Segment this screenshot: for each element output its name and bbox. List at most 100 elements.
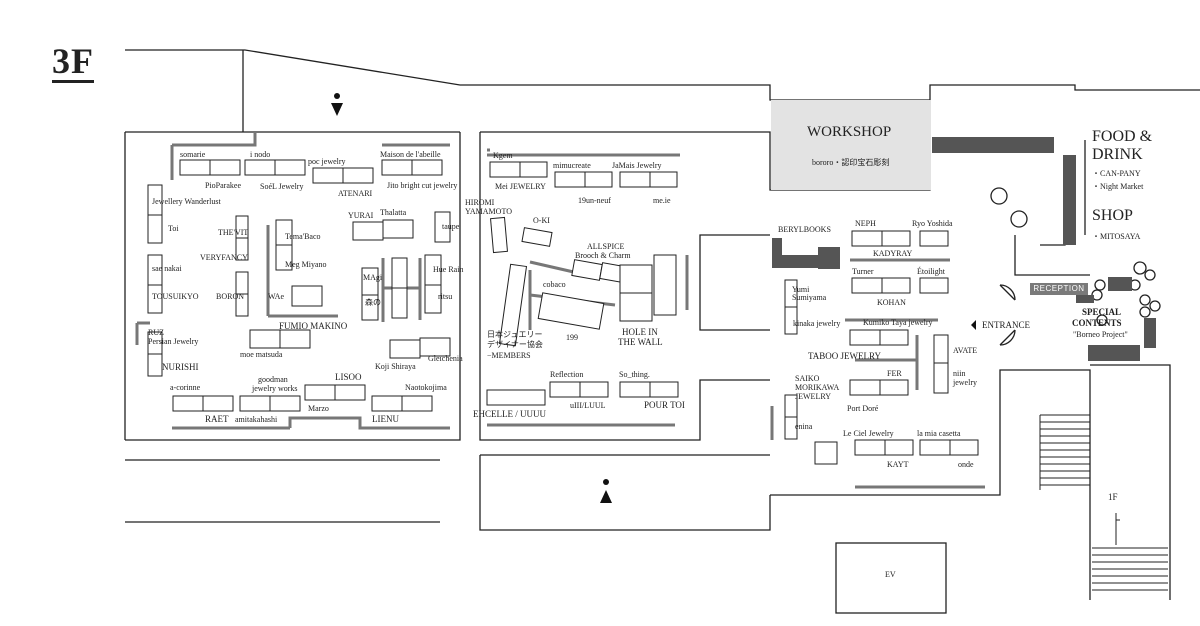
shop-brooch-charm: Brooch & Charm: [575, 251, 631, 260]
shop-enina: enina: [795, 422, 813, 431]
workshop-label: WORKSHOP: [807, 124, 892, 140]
shop-etoilight: Étoilight: [917, 267, 945, 276]
shop-yumi: Yumi: [792, 285, 810, 294]
shop-le-ciel-jewelry: Le Ciel Jewelry: [843, 429, 894, 438]
shop-allspice: ALLSPICE: [587, 242, 625, 251]
shop-yamamoto: YAMAMOTO: [465, 207, 512, 216]
shop-jja-2: デザイナー協会: [487, 340, 543, 349]
shop-magi: MAgi: [363, 273, 383, 282]
shop-tousuikyo: TOUSUIKYO: [152, 292, 199, 301]
shop-veryfancy: VERYFANCY: [200, 253, 248, 262]
shop-cobaco: cobaco: [543, 280, 566, 289]
shop-sumiyama: Sumiyama: [792, 293, 827, 302]
shop-boron: BORON: [216, 292, 245, 301]
shop-the-wall: THE WALL: [618, 337, 663, 347]
shop-poc-jewelry: poc jewelry: [308, 157, 346, 166]
shop-raet: RAET: [205, 414, 229, 424]
shop-jja-3: −MEMBERS: [487, 351, 531, 360]
special-contents-label-1: SPECIAL: [1082, 307, 1122, 317]
elevator-label: EV: [885, 570, 896, 579]
reception-label: RECEPTION: [1030, 283, 1088, 295]
shop-maison-de-labeille: Maison de l'abeille: [380, 150, 441, 159]
food-drink-label-1: FOOD &: [1092, 128, 1153, 145]
shop-inodo: i nodo: [250, 150, 271, 159]
food-drink-label-2: DRINK: [1092, 146, 1143, 163]
shop-me-ie: me.ie: [653, 196, 671, 205]
shop-avate: AVATE: [953, 346, 978, 355]
shop-so-thing: So_thing.: [619, 370, 650, 379]
shop-morikawa: MORIKAWA: [795, 383, 840, 392]
shop-ruz: RUZ: [148, 328, 164, 337]
shop-kohan: KOHAN: [877, 298, 906, 307]
shop-hiromi: HIROMI: [465, 198, 495, 207]
shop-pour-toi: POUR TOI: [644, 400, 685, 410]
shop-nurishi: NURISHI: [162, 362, 199, 372]
food-item-canpany: ・CAN-PANY: [1092, 169, 1141, 178]
workshop-area: [771, 100, 931, 190]
shop-naotokojima: Naotokojima: [405, 383, 447, 392]
floor-1f-label: 1F: [1108, 492, 1118, 502]
shop-fer: FER: [887, 369, 902, 378]
shop-jamais-jewelry: JaMais Jewelry: [612, 161, 662, 170]
shop-taboo-jewelry: TABOO JEWELRY: [808, 351, 882, 361]
shop-amitakahashi: amitakahashi: [235, 415, 278, 424]
shop-item-mitosaya: ・MITOSAYA: [1092, 232, 1141, 241]
shop-199: 199: [566, 333, 578, 342]
shop-kayt: KAYT: [887, 460, 909, 469]
shop-fumio-makino: FUMIO MAKINO: [279, 321, 348, 331]
food-item-night-market: ・Night Market: [1092, 182, 1144, 191]
floor-label: 3F: [52, 41, 94, 83]
shop-niin-jewelry: jewelry: [953, 378, 977, 387]
workshop-sub-label: bororo・認印宝石彫刻: [812, 158, 890, 167]
shop-moe-matsuda: moe matsuda: [240, 350, 283, 359]
shop-19un-neuf: 19un-neuf: [578, 196, 611, 205]
shop-temabaco: Tema'Baco: [285, 232, 321, 241]
shop-label: SHOP: [1092, 207, 1133, 224]
shop-neph: NEPH: [855, 219, 876, 228]
shop-pioparakee: PioParakee: [205, 181, 241, 190]
shop-turner: Turner: [852, 267, 874, 276]
shop-sae-nakai: sae nakai: [152, 264, 182, 273]
shop-lienu: LIENU: [372, 414, 399, 424]
special-contents-label-3: "Borneo Project": [1073, 330, 1128, 339]
shop-kadyray: KADYRAY: [873, 249, 913, 258]
shop-berylbooks: BERYLBOOKS: [778, 225, 831, 234]
shop-saiko: SAIKO: [795, 374, 820, 383]
shop-a-corinne: a-corinne: [170, 383, 201, 392]
shop-ryo-yoshida: Ryo Yoshida: [912, 219, 953, 228]
shop-hue-rain: Hue Rain: [433, 265, 464, 274]
shop-ehcelle: EHCELLE / UUUU: [473, 409, 546, 419]
shop-kinaka-jewelry: kinaka jewelry: [793, 319, 841, 328]
shop-lisoo: LISOO: [335, 372, 362, 382]
shop-thevit: THE'VIT: [218, 228, 249, 237]
shop-jewelry-works: jewelry works: [252, 384, 298, 393]
shop-mei-jewelry: Mei JEWELRY: [495, 182, 546, 191]
shop-toi: Toi: [168, 224, 179, 233]
shop-kgem: Kgem: [493, 151, 513, 160]
shop-ulll-luul: uIII/LUUL: [570, 401, 606, 410]
shop-reflection: Reflection: [550, 370, 584, 379]
shop-yurai: YURAI: [348, 211, 374, 220]
shop-somarie: somarie: [180, 150, 206, 159]
shop-jja-1: 日本ジュエリー: [487, 330, 543, 339]
shop-meg-miyano: Meg Miyano: [285, 260, 327, 269]
shop-persian-jewelry: Persian Jewelry: [148, 337, 199, 346]
shop-kumiko-taya-jewelry: Kumiko Taya jewelry: [863, 318, 933, 327]
shop-o-ki: O-KI: [533, 216, 550, 225]
shop-taupe: taupe: [442, 222, 460, 231]
shop-la-mia-casetta: la mia casetta: [917, 429, 961, 438]
shop-goodman: goodman: [258, 375, 288, 384]
shop-soel-jewelry: SoéL Jewelry: [260, 182, 304, 191]
shop-mimucreate: mimucreate: [553, 161, 591, 170]
shop-jewellery-wanderlust: Jewellery Wanderlust: [152, 197, 221, 206]
shop-gleichenia: Gleichenia: [428, 354, 463, 363]
entrance-label: ENTRANCE: [982, 320, 1030, 330]
shop-morino: 森の: [365, 298, 381, 307]
shop-ritsu: ritsu: [438, 292, 453, 301]
shop-atenari: ATENARI: [338, 189, 373, 198]
shop-niin: niin: [953, 369, 966, 378]
shop-thalatta: Thalatta: [380, 208, 407, 217]
shop-marzo: Marzo: [308, 404, 329, 413]
special-contents-label-2: CONTENTS: [1072, 318, 1122, 328]
